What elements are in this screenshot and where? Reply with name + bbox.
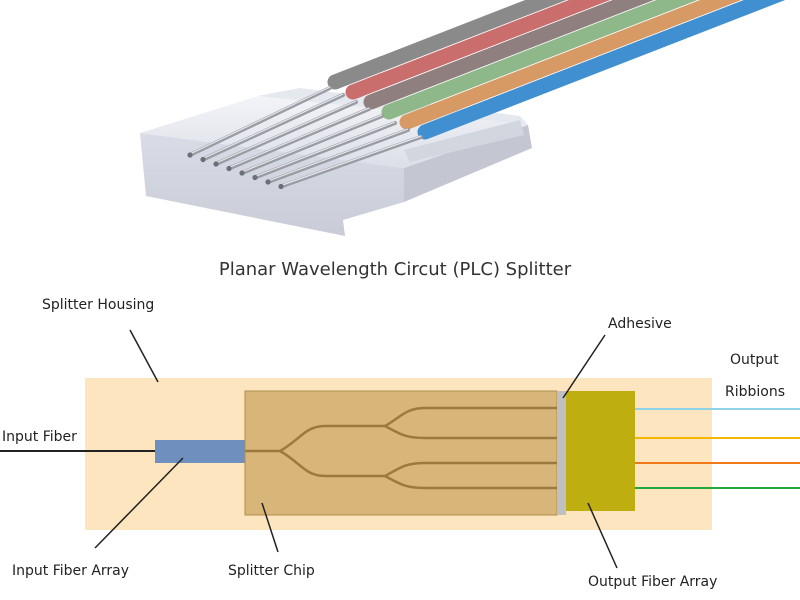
photo-ribbon: [327, 0, 567, 90]
label-splitter-chip: Splitter Chip: [228, 563, 315, 579]
photo-fiber-highlight: [267, 128, 409, 182]
block-right-face: [404, 125, 532, 202]
waveguide-branch-lower: [279, 449, 385, 478]
photo-fiber-end: [278, 183, 284, 190]
label-output-line2: Ribbions: [725, 384, 785, 400]
adhesive-layer: [557, 391, 566, 515]
output-ribbons: [635, 408, 800, 489]
photo-fiber-highlight: [189, 86, 331, 155]
splitter-chip: [244, 390, 558, 516]
photo-bare-fiber: [214, 100, 358, 166]
photo-bare-fiber: [253, 121, 397, 180]
waveguide-out-1: [384, 406, 557, 428]
photo-fiber-end: [265, 179, 271, 185]
figure-title: Planar Wavelength Circut (PLC) Splitter: [219, 259, 572, 280]
photo-fiber-highlight: [228, 107, 370, 169]
photo-fiber-end: [226, 165, 232, 172]
waveguide-out-2: [384, 424, 557, 440]
photo-fiber-highlight: [280, 135, 422, 187]
label-output-fiber-array: Output Fiber Array: [588, 574, 717, 590]
photo-fiber-end: [200, 156, 206, 163]
label-splitter-housing: Splitter Housing: [42, 297, 154, 313]
waveguide-branch-upper: [279, 424, 385, 453]
leader-splitter-housing: [129, 329, 159, 383]
leader-output-fiber-array: [587, 502, 618, 569]
label-input-fiber: Input Fiber: [2, 429, 77, 445]
chip-waveguides: [245, 406, 557, 490]
photo-bare-fiber: [266, 128, 410, 184]
photo-ribbon: [417, 0, 786, 140]
photo-fiber-highlight: [215, 100, 357, 164]
input-fiber-array: [155, 440, 245, 463]
output-fiber-array: [566, 391, 635, 511]
splitter-schematic: Splitter Housing Adhesive Output Ribbion…: [0, 297, 800, 590]
photo-ribbon-bundle: [327, 0, 786, 140]
photo-ribbon: [363, 0, 654, 110]
photo-fiber-highlight: [202, 93, 344, 160]
photo-bare-fiber: [240, 114, 384, 175]
label-output-line1: Output: [730, 352, 779, 368]
splitter-3d-illustration: [140, 0, 786, 236]
block-groove: [404, 120, 524, 162]
photo-fiber-highlight: [241, 114, 383, 173]
photo-bare-fiber: [201, 93, 345, 162]
photo-ribbon: [345, 0, 611, 100]
photo-bare-fibers: [187, 86, 423, 190]
photo-ribbon: [381, 0, 698, 120]
label-adhesive: Adhesive: [608, 316, 672, 332]
label-input-fiber-array: Input Fiber Array: [12, 563, 129, 579]
photo-fiber-end: [239, 170, 245, 176]
photo-ribbon: [399, 0, 742, 130]
leader-input-fiber-array: [94, 457, 184, 549]
photo-fiber-end: [252, 174, 258, 181]
leader-adhesive: [562, 334, 606, 399]
waveguide-out-4: [384, 474, 557, 490]
photo-bare-fiber: [188, 86, 332, 157]
waveguide-out-3: [384, 461, 557, 478]
photo-fiber-end: [187, 152, 193, 158]
photo-fiber-end: [213, 161, 219, 167]
photo-fiber-highlight: [254, 121, 396, 178]
photo-bare-fiber: [227, 107, 371, 171]
leader-splitter-chip: [261, 502, 279, 553]
photo-bare-fiber: [279, 135, 423, 189]
